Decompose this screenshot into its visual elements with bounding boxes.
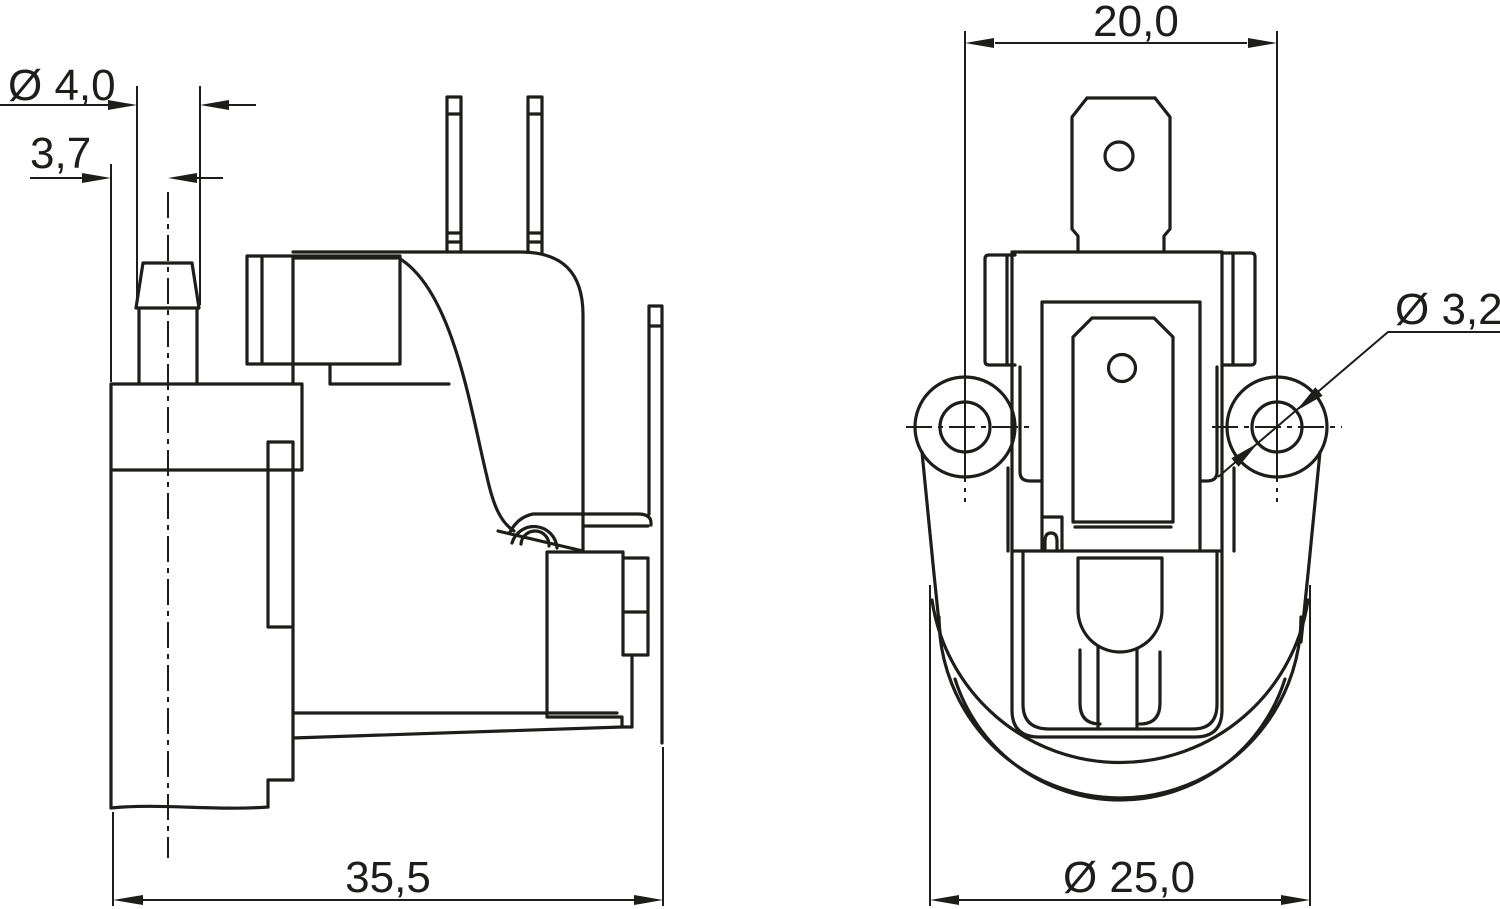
plunger-stem [1078,645,1162,731]
arrowhead [113,895,143,905]
faston-tab-outline [1070,96,1172,254]
arrowhead [634,895,663,905]
housing-silhouette [1010,250,1224,739]
side-flange-left [983,253,1017,367]
mount-leg-right [1232,450,1322,644]
housing-outline [291,250,585,552]
extension-lines [929,585,1311,906]
terminal-window-hole [1106,352,1138,384]
arrowhead [82,173,111,183]
nozzle-outline [134,261,201,386]
arrowhead [200,100,229,110]
dimension-mounting-hole-spacing: 20,0 [964,0,1278,470]
dimension-overall-depth-label: 35,5 [345,853,431,902]
latch-hook-detail [1040,515,1064,553]
arrowhead [108,100,137,110]
bracket-curve [395,255,516,533]
leader-line [1217,331,1500,478]
dimension-mounting-hole-diameter: Ø 3,2 [1217,285,1500,478]
arrowhead [930,895,959,905]
bracket-arm [508,512,653,534]
extension-lines [112,747,664,906]
dimension-mounting-hole-spacing-label: 20,0 [1093,0,1179,46]
coil-body-side-plate [266,440,295,809]
terminal-pin-left [445,95,463,254]
side-view [109,95,664,810]
side-tab-edge [647,304,664,745]
extension-lines [964,31,1278,470]
rivet-detail [496,524,585,553]
dimension-flange-diameter-label: Ø 25,0 [1063,853,1195,902]
dimension-mounting-hole-diameter-label: Ø 3,2 [1395,285,1500,334]
arrowhead [1296,387,1323,411]
plunger-slot [1076,556,1164,654]
dimension-flange-diameter: Ø 25,0 [929,585,1311,906]
coil-body-outline [109,382,304,810]
arrowhead [965,38,994,48]
front-view [913,96,1329,802]
flange-circle-arcs [930,598,1310,802]
arrowhead [1281,895,1310,905]
arrowhead [168,173,197,183]
extension-lines [136,86,201,305]
dimension-overall-depth: 35,5 [112,747,664,906]
mount-leg-left [920,450,1010,644]
lower-block-outline [545,550,650,729]
inner-bottom-wall [1021,551,1219,731]
dimension-nozzle-offset-label: 3,7 [30,129,91,178]
terminal-in-window [1071,316,1175,529]
faston-tab-hole [1103,140,1135,172]
dimension-nozzle-offset: 3,7 [30,129,223,382]
dimension-nozzle-diameter: Ø 4,0 [0,61,256,305]
bracket-base-lines [291,711,624,740]
housing-internal-lines [1010,300,1224,553]
terminal-pin-right [526,95,544,254]
arrowhead [1231,443,1258,467]
coil-block-outline [245,254,451,386]
side-flange-right [1220,251,1257,367]
dimension-nozzle-diameter-label: Ø 4,0 [8,61,116,110]
arrowhead [1248,38,1277,48]
